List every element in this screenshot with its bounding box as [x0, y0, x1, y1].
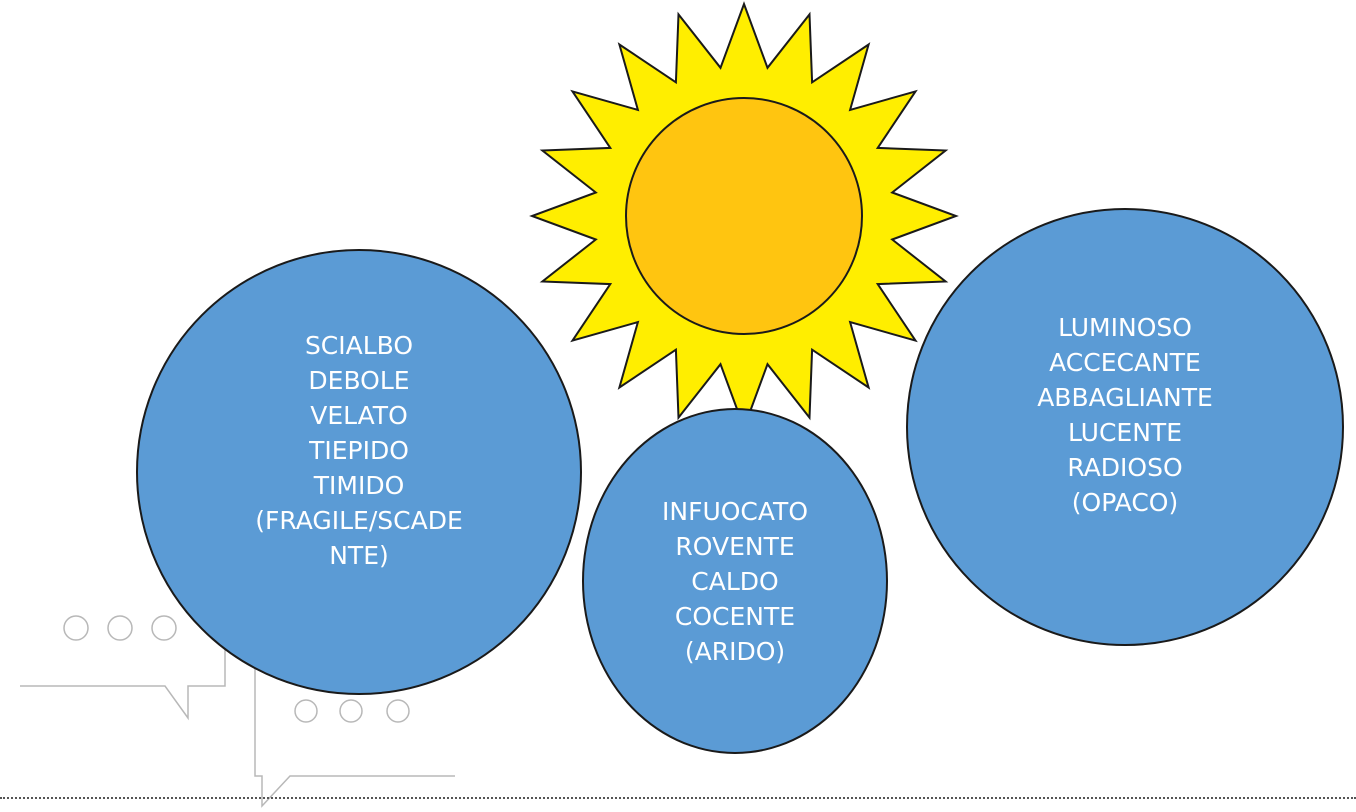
bubble-middle-line: CALDO [691, 566, 779, 596]
bubble-right-line: LUMINOSO [1058, 313, 1192, 342]
bubble-middle-line: COCENTE [674, 601, 796, 631]
bubble-middle-line: ROVENTE [675, 531, 795, 561]
typing-dot [386, 699, 410, 723]
bubble-left-line: NTE) [329, 540, 389, 570]
bubble-left-line: (FRAGILE/SCADE [255, 505, 463, 535]
typing-dot [63, 615, 89, 641]
bubble-middle-line: (ARIDO) [684, 636, 786, 666]
sun-core [625, 97, 863, 335]
bubble-middle-line: INFUOCATO [662, 496, 808, 526]
bubble-right-line: ABBAGLIANTE [1037, 383, 1213, 412]
bubble-left-line: DEBOLE [308, 365, 410, 395]
dotted-divider [0, 797, 1356, 799]
bubble-left-line: TIMIDO [313, 470, 405, 500]
typing-dot [151, 615, 177, 641]
bubble-right-line: (OPACO) [1071, 488, 1179, 517]
bubble-left-line: TIEPIDO [309, 435, 409, 465]
bubble-left-line: VELATO [310, 400, 408, 430]
bubble-right: LUMINOSO ACCECANTE ABBAGLIANTE LUCENTE R… [906, 208, 1344, 646]
typing-dot [107, 615, 133, 641]
chat-bubble-icon [20, 600, 226, 721]
bubble-right-line: ACCECANTE [1049, 348, 1201, 377]
bubble-right-line: LUCENTE [1067, 418, 1182, 447]
bubble-middle: INFUOCATO ROVENTE CALDO COCENTE (ARIDO) [582, 408, 888, 754]
typing-dot [339, 699, 363, 723]
typing-dot [294, 699, 318, 723]
chat-bubble-icon [254, 660, 455, 808]
bubble-left: SCIALBO DEBOLE VELATO TIEPIDO TIMIDO (FR… [136, 249, 582, 695]
bubble-right-line: RADIOSO [1067, 453, 1183, 482]
bubble-left-line: SCIALBO [304, 330, 414, 360]
